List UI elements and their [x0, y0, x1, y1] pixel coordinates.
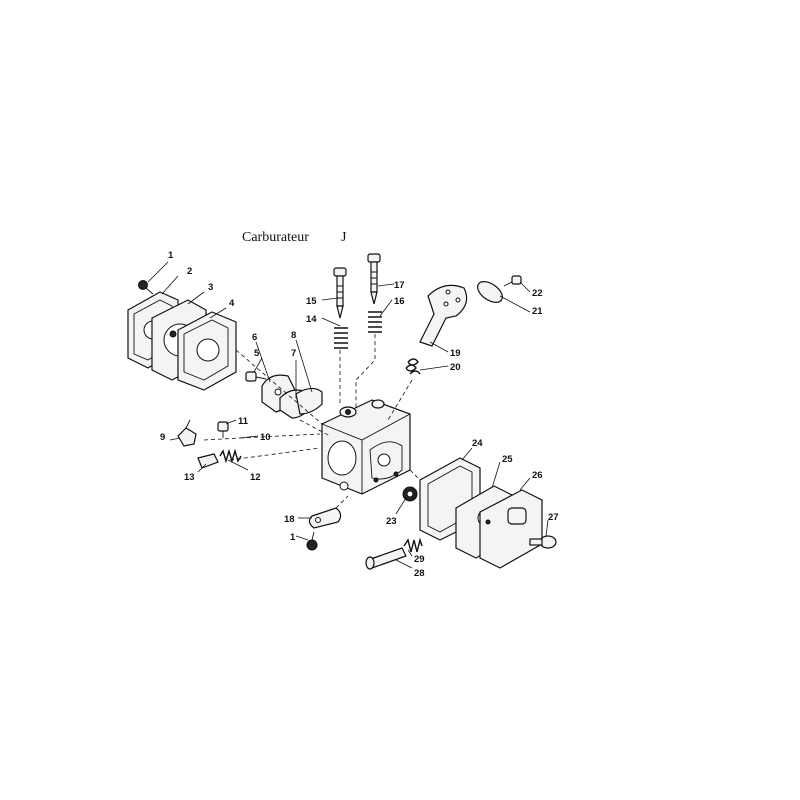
screw-part-1-top: [138, 280, 154, 295]
throttle-plates: [245, 371, 323, 419]
callout-2: 2: [187, 266, 192, 277]
spring-part-20: [405, 358, 421, 375]
choke-disc-part-21: [477, 281, 503, 303]
callout-7: 7: [291, 348, 296, 359]
spring-part-16: [368, 311, 382, 333]
needle-part-13: [197, 453, 219, 469]
spring-part-29: [403, 537, 423, 553]
shutter-part-8: [295, 387, 323, 415]
callout-1-top: 1: [168, 250, 174, 261]
callout-22: 22: [532, 288, 543, 299]
filter-part-23: [402, 486, 418, 502]
inlet-needle-assembly: [177, 419, 242, 469]
pump-gasket-stack: [127, 280, 237, 391]
callout-5: 5: [254, 348, 260, 359]
callout-11: 11: [238, 416, 249, 427]
callout-13: 13: [184, 472, 195, 483]
needle-part-17: [367, 253, 381, 305]
callout-8: 8: [291, 330, 296, 341]
screw-part-1-bottom: [306, 531, 318, 551]
callout-23: 23: [386, 516, 397, 527]
screw-part-5: [245, 371, 267, 382]
gasket-part-4: [177, 311, 237, 391]
callout-20: 20: [450, 362, 461, 373]
callout-6: 6: [252, 332, 257, 343]
callout-1-bottom: 1: [290, 532, 296, 543]
callout-15: 15: [306, 296, 317, 307]
callout-12: 12: [250, 472, 261, 483]
screw-part-11: [217, 421, 229, 438]
callout-17: 17: [394, 280, 405, 291]
callout-18: 18: [284, 514, 295, 525]
diagram-title: Carburateur: [242, 230, 309, 245]
screw-part-22: [503, 275, 522, 287]
spring-part-12: [219, 448, 242, 464]
callout-26: 26: [532, 470, 543, 481]
callout-19: 19: [450, 348, 461, 359]
callout-21: 21: [532, 306, 543, 317]
needle-part-15: [333, 267, 347, 319]
callout-4: 4: [229, 298, 235, 309]
callout-29: 29: [414, 554, 425, 565]
idle-screw-assembly: [365, 537, 423, 570]
screw-part-27: [529, 535, 557, 549]
choke-lever-part-19: [419, 284, 468, 347]
callout-24: 24: [472, 438, 483, 449]
callout-10: 10: [260, 432, 271, 443]
lever-part-9: [177, 427, 197, 447]
spring-part-14: [334, 327, 348, 349]
callout-9: 9: [160, 432, 165, 443]
callout-14: 14: [306, 314, 317, 325]
bracket-part-18: [308, 495, 349, 529]
callout-25: 25: [502, 454, 513, 465]
callout-27: 27: [548, 512, 559, 523]
callout-16: 16: [394, 296, 405, 307]
callout-28: 28: [414, 568, 425, 579]
callout-3: 3: [208, 282, 213, 293]
callout-leaders: [147, 261, 549, 569]
diagram-title-suffix: J: [341, 230, 347, 245]
metering-assembly: [419, 457, 557, 569]
carburetor-body: [321, 399, 411, 495]
adjust-needles: [333, 253, 382, 408]
choke-assembly: [387, 275, 522, 421]
callout-labels: 1 2 3 4 5 6 7 8 9 10 11 12 13 14 15 16 1…: [160, 250, 559, 579]
